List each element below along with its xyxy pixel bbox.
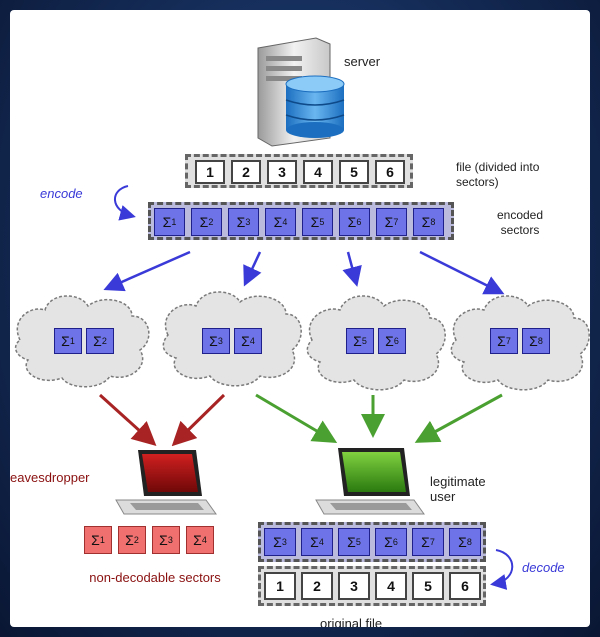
file-sector: 2 [231,160,261,184]
original-sector: 2 [301,572,333,600]
file-sector: 5 [339,160,369,184]
file-sector: 6 [375,160,405,184]
encoded-label: encoded sectors [496,208,544,237]
database-icon [285,75,345,138]
user-strip [258,522,486,562]
file-sector: 3 [267,160,297,184]
original-sector: 3 [338,572,370,600]
original-strip [258,566,486,606]
encode-arrow [114,185,136,221]
user-arrows [255,393,503,444]
nondecodable-label: non-decodable sectors [89,570,221,585]
eavesdropper-arrows [98,393,226,447]
diagram-graphics [14,37,590,590]
original-sector: 6 [449,572,481,600]
original-sector: 5 [412,572,444,600]
decode-label: decode [522,560,565,575]
decode-arrow [490,549,514,590]
eavesdropper-label: eavesdropper [10,470,90,485]
cloud-icon [162,291,302,387]
cloud-icon [450,295,590,391]
diagram-panel: server file (divided into sectors) encod… [10,10,590,627]
file-sector: 1 [195,160,225,184]
distribution-arrows [103,250,505,295]
laptop-icon [315,448,425,515]
encode-label: encode [40,186,83,201]
original-file-label: original file [320,616,383,627]
file-label: file (divided into sectors) [456,160,540,189]
cloud-icon [14,295,150,388]
file-sector: 4 [303,160,333,184]
legitimate-user-label: legitimate user [430,474,486,504]
original-sector: 4 [375,572,407,600]
cloud-icon [306,295,446,391]
original-sector: 1 [264,572,296,600]
server-label: server [344,54,381,69]
laptop-icon [115,450,217,515]
